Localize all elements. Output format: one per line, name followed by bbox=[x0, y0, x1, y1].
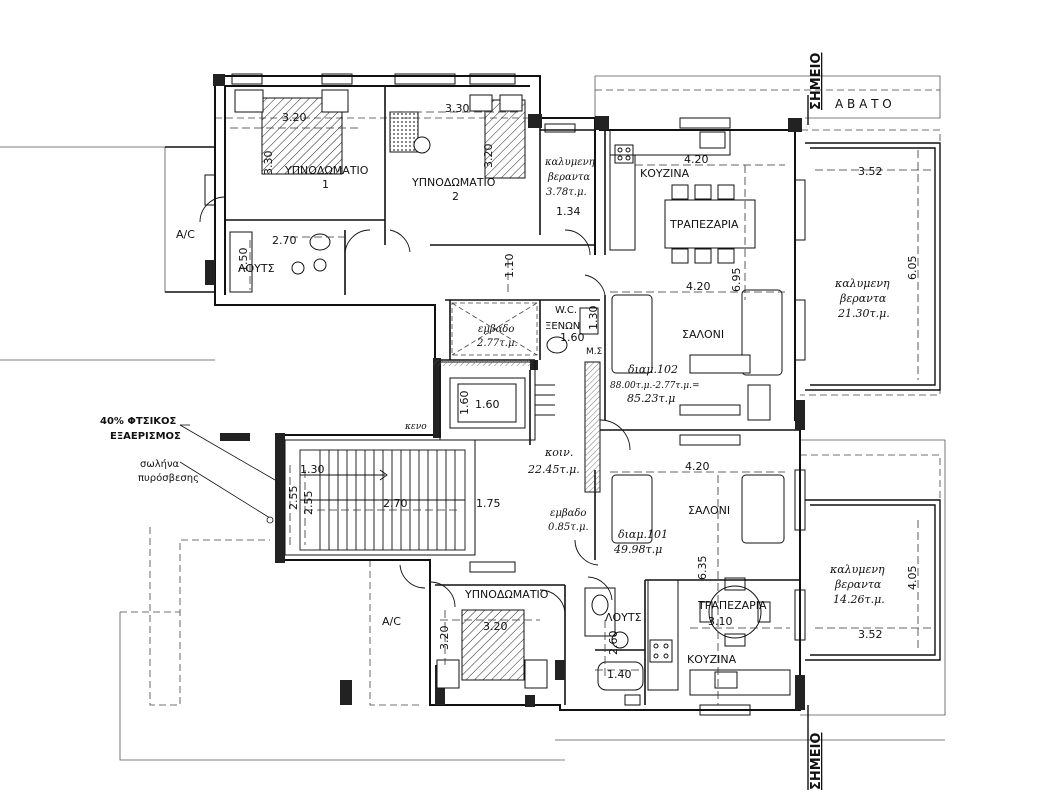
dim-ver-big-w: 3.52 bbox=[858, 165, 883, 178]
shaft-mid-1: εμβαδο bbox=[550, 508, 586, 519]
axis-lines bbox=[230, 111, 935, 705]
wc-label-1: W.C. bbox=[555, 305, 577, 316]
dim-ver-b-w: 3.52 bbox=[858, 628, 883, 641]
bath-top-label: ΛΟΥΤΣ bbox=[238, 262, 275, 275]
apt101-1: διαμ.101 bbox=[618, 528, 668, 541]
window-marks bbox=[204, 73, 806, 716]
apt102-3: 85.23τ.μ bbox=[627, 392, 675, 405]
salon-bottom-label: ΣΑΛΟΝΙ bbox=[688, 504, 730, 517]
dining-tables bbox=[664, 184, 771, 647]
hatched-wall bbox=[585, 362, 600, 492]
veranda-bottom-2: βεραντα bbox=[834, 578, 882, 591]
dim-wc-h: 1.30 bbox=[587, 306, 600, 331]
veranda-big-1: καλυμενη bbox=[834, 277, 890, 290]
dim-stair-len: 2.70 bbox=[383, 497, 408, 510]
dim-b2-h: 3.20 bbox=[482, 144, 495, 169]
desk-chair bbox=[413, 136, 431, 154]
bedroom1-label: ΥΠΝΟΔΩΜΑΤΙΟ bbox=[284, 164, 369, 177]
marker-top: ΣΗΜΕΙΟ bbox=[809, 53, 824, 110]
veranda-bottom-3: 14.26τ.μ. bbox=[833, 593, 885, 606]
dim-salon-b-w: 4.20 bbox=[685, 460, 710, 473]
dim-b1-w: 3.20 bbox=[282, 111, 307, 124]
dim-stair-h2: 2.55 bbox=[302, 491, 315, 516]
wc-ms-label: Μ.Σ bbox=[586, 347, 603, 357]
apt102-1: διαμ.102 bbox=[628, 363, 678, 376]
dim-bath-w: 2.70 bbox=[272, 234, 297, 247]
veranda-bottom-1: καλυμενη bbox=[829, 563, 885, 576]
dim-stair-w: 1.30 bbox=[300, 463, 325, 476]
sofas bbox=[611, 289, 785, 544]
dim-lift-h: 1.60 bbox=[458, 391, 471, 416]
common-1: κοιν. bbox=[544, 446, 573, 459]
dim-bath-b-w: 1.40 bbox=[607, 668, 632, 681]
leader-lines bbox=[179, 424, 276, 524]
shaft-mid-2: 0.85τ.μ. bbox=[548, 522, 589, 533]
keno-label: κενο bbox=[404, 422, 427, 432]
marker-bottom: ΣΗΜΕΙΟ bbox=[809, 733, 824, 790]
veranda-big-2: βεραντα bbox=[839, 292, 887, 305]
hatched-wall-2 bbox=[433, 360, 533, 366]
interior-walls bbox=[225, 86, 800, 705]
dim-ver-small-w: 1.34 bbox=[556, 205, 581, 218]
ac-bottom-label: A/C bbox=[382, 615, 401, 628]
door-swings bbox=[199, 196, 631, 613]
kitchen-counters bbox=[609, 129, 791, 696]
dim-kitchen-w: 4.20 bbox=[684, 153, 709, 166]
dim-stair-land: 1.75 bbox=[476, 497, 501, 510]
dim-bath-b-h: 2.60 bbox=[607, 631, 620, 656]
shaft-top bbox=[451, 302, 538, 356]
site-context-lines bbox=[0, 75, 946, 761]
shaft-top-2: 2.77τ.μ. bbox=[476, 338, 518, 349]
dim-dining-b-w: 3.10 bbox=[708, 615, 733, 628]
covered-small-2: βεραντα bbox=[547, 172, 590, 183]
bedroom2-number: 2 bbox=[452, 190, 459, 203]
dim-b1-h: 3.30 bbox=[262, 151, 275, 176]
salon-top-label: ΣΑΛΟΝΙ bbox=[682, 328, 724, 341]
veranda-big-3: 21.30τ.μ. bbox=[837, 307, 890, 320]
lift bbox=[449, 377, 555, 429]
beds bbox=[234, 89, 548, 689]
pipe-label-2: πυρόσβεσης bbox=[138, 472, 199, 484]
dim-ver-big-h: 6.05 bbox=[906, 256, 919, 281]
bath-fixtures bbox=[229, 231, 644, 691]
dim-lift-w: 1.60 bbox=[475, 398, 500, 411]
dim-wc-w: 1.60 bbox=[560, 331, 585, 344]
apt101-2: 49.98τ.μ bbox=[613, 543, 662, 556]
bedroom1-number: 1 bbox=[322, 178, 329, 191]
dim-salon-h: 6.95 bbox=[730, 268, 743, 293]
dim-b2-w: 3.30 bbox=[445, 102, 470, 115]
dining-top-label: ΤΡΑΠΕΖΑΡΙΑ bbox=[669, 218, 739, 231]
shaft-top-1: εμβαδο bbox=[478, 324, 514, 335]
dim-bed-b-h: 3.20 bbox=[438, 626, 451, 651]
stair-arrow bbox=[300, 469, 388, 481]
kitchen-top-label: ΚΟΥΖΙΝΑ bbox=[640, 167, 690, 180]
wc-label-2: ΞΕΝΩΝ bbox=[545, 321, 580, 332]
bedroom-bottom-label: ΥΠΝΟΔΩΜΑΤΙΟ bbox=[464, 588, 549, 601]
pipe-label-1: σωλήνα bbox=[140, 458, 180, 470]
dim-bed-b-w: 3.20 bbox=[483, 620, 508, 633]
abato-label: Α Β Α Τ Ο bbox=[835, 97, 892, 111]
desk bbox=[389, 111, 419, 153]
bath-bottom-label: ΛΟΥΤΣ bbox=[605, 611, 642, 624]
covered-small-3: 3.78τ.μ. bbox=[546, 187, 587, 198]
veranda-railings bbox=[165, 129, 941, 661]
dim-salon-b-h: 6.35 bbox=[696, 556, 709, 581]
dim-stair-h1: 2.55 bbox=[287, 486, 300, 511]
covered-small-1: καλυμενη bbox=[544, 157, 595, 168]
common-2: 22.45τ.μ. bbox=[527, 463, 580, 476]
dining-bottom-label: ΤΡΑΠΕΖΑΡΙΑ bbox=[697, 599, 767, 612]
dim-corr-h: 1.10 bbox=[503, 254, 516, 279]
kitchen-bottom-label: ΚΟΥΖΙΝΑ bbox=[687, 653, 737, 666]
bedroom2-label: ΥΠΝΟΔΩΜΑΤΙΟ bbox=[411, 176, 496, 189]
ac-left-label: A/C bbox=[176, 228, 195, 241]
apt102-2: 88.00τ.μ.-2.77τ.μ.= bbox=[610, 381, 700, 391]
ventilation-label-1: 40% ΦΤΣΙΚΟΣ bbox=[100, 416, 177, 427]
ventilation-label-2: ΕΞΑΕΡΙΣΜΟΣ bbox=[110, 431, 181, 442]
dim-dining-w: 4.20 bbox=[686, 280, 711, 293]
dim-ver-b-h: 4.05 bbox=[906, 566, 919, 591]
dim-bath-h: 1.50 bbox=[237, 248, 250, 273]
